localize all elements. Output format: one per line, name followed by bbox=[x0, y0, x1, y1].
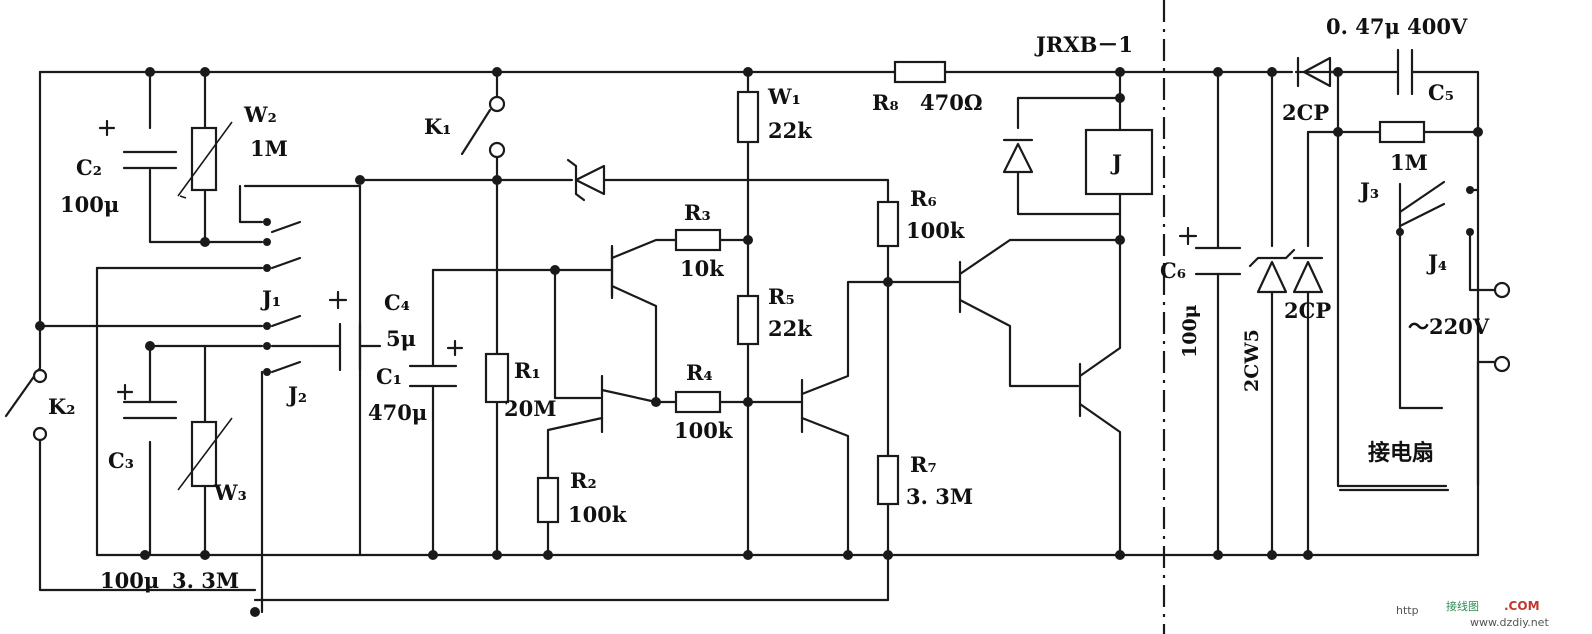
junction-dots bbox=[35, 67, 1483, 617]
label-c1-value: 470μ bbox=[368, 400, 427, 425]
label-r1-value: 20M bbox=[504, 396, 556, 421]
label-r2: R₂ bbox=[570, 468, 597, 493]
label-w1-value: 22k bbox=[768, 118, 812, 143]
watermark-com: .COM bbox=[1504, 599, 1540, 613]
capacitor-c1 bbox=[408, 339, 464, 388]
resistor-1m bbox=[1378, 120, 1426, 144]
label-w3: W₃ bbox=[213, 480, 247, 505]
label-r3: R₃ bbox=[684, 200, 711, 225]
label-w1: W₁ bbox=[767, 84, 801, 109]
label-c3: C₃ bbox=[108, 448, 134, 473]
switch-k1-terminal-top bbox=[488, 95, 506, 113]
capacitor-c2 bbox=[98, 119, 178, 170]
label-k2: K₂ bbox=[48, 394, 75, 419]
label-c2-value: 100μ bbox=[60, 192, 119, 217]
potentiometer-w2 bbox=[177, 121, 233, 199]
switch-k2-terminal-top bbox=[32, 368, 48, 384]
mains-terminal-bottom bbox=[1493, 355, 1511, 373]
label-c3-bottom: 100μ bbox=[100, 568, 159, 593]
watermark-http: http bbox=[1396, 604, 1419, 617]
resistor-r6 bbox=[876, 200, 900, 248]
label-j2: J₂ bbox=[286, 382, 307, 407]
label-fan: 接电扇 bbox=[1368, 440, 1434, 466]
capacitor-c4 bbox=[328, 290, 362, 372]
label-1m: 1M bbox=[1390, 150, 1428, 175]
wires bbox=[38, 70, 1498, 614]
label-r4: R₄ bbox=[686, 360, 713, 385]
label-r8-value: 470Ω bbox=[920, 90, 983, 115]
watermark-cn: 接线图 bbox=[1446, 599, 1479, 613]
label-k1: K₁ bbox=[424, 114, 451, 139]
relay-flyback-diode bbox=[1002, 138, 1034, 174]
label-j1: J₁ bbox=[260, 286, 281, 311]
label-j4: J₄ bbox=[1426, 250, 1447, 275]
switch-k1-terminal-bottom bbox=[488, 141, 506, 159]
label-c4: C₄ bbox=[384, 290, 410, 315]
label-r2-value: 100k bbox=[568, 502, 627, 527]
label-mains: ～220V bbox=[1408, 314, 1490, 339]
relay-coil bbox=[1084, 128, 1154, 196]
zener-diode-top bbox=[566, 158, 606, 202]
label-zener-2cw5: 2CW5 bbox=[1241, 329, 1263, 392]
label-2cp-mid: 2CP bbox=[1284, 298, 1331, 323]
resistor-w1 bbox=[736, 90, 760, 144]
resistor-r1 bbox=[484, 352, 510, 404]
resistor-r5 bbox=[736, 294, 760, 346]
label-w2-value: 1M bbox=[250, 136, 288, 161]
label-r4-value: 100k bbox=[674, 418, 733, 443]
resistor-r4 bbox=[674, 390, 722, 414]
label-c1: C₁ bbox=[376, 364, 402, 389]
watermark-site: www.dzdiy.net bbox=[1470, 616, 1549, 629]
mains-terminal-top bbox=[1493, 281, 1511, 299]
diode-2cp-top bbox=[1296, 56, 1332, 88]
label-c6-value: 100μ bbox=[1179, 304, 1201, 358]
label-relay: J bbox=[1110, 150, 1122, 175]
label-2cp-top: 2CP bbox=[1282, 100, 1329, 125]
label-r5-value: 22k bbox=[768, 316, 812, 341]
capacitor-c5 bbox=[1396, 48, 1414, 96]
label-w3-bottom: 3. 3M bbox=[172, 568, 239, 593]
zener-diode-2cw5 bbox=[1248, 248, 1296, 294]
label-r8: R₈ bbox=[872, 90, 899, 115]
label-r7: R₇ bbox=[910, 452, 937, 477]
label-c6: C₆ bbox=[1160, 258, 1186, 283]
label-c5-spec: 0. 47μ 400V bbox=[1326, 14, 1468, 39]
label-relay-model: JRXB－1 bbox=[1034, 32, 1133, 57]
label-r6: R₆ bbox=[910, 186, 937, 211]
capacitor-c6 bbox=[1178, 226, 1242, 276]
label-c4-value: 5μ bbox=[386, 326, 416, 351]
resistor-r2 bbox=[536, 476, 560, 524]
label-w2: W₂ bbox=[243, 102, 277, 127]
label-r5: R₅ bbox=[768, 284, 795, 309]
resistor-r7 bbox=[876, 454, 900, 506]
switch-k1 bbox=[460, 108, 492, 156]
label-c2: C₂ bbox=[76, 155, 102, 180]
diode-2cp-mid bbox=[1292, 256, 1324, 294]
watermark: http 接线图 .COM www.dzdiy.net bbox=[1396, 599, 1549, 629]
label-j3: J₃ bbox=[1358, 178, 1379, 203]
label-r7-value: 3. 3M bbox=[906, 484, 973, 509]
label-r6-value: 100k bbox=[906, 218, 965, 243]
resistor-r8 bbox=[893, 60, 947, 84]
label-c5: C₅ bbox=[1428, 80, 1454, 105]
resistor-r3 bbox=[674, 228, 722, 252]
potentiometer-w3 bbox=[177, 417, 233, 491]
label-r1: R₁ bbox=[514, 358, 541, 383]
labels: C₂ 100μ W₂ 1M K₁ K₂ J₁ J₂ C₃ W₃ 100μ 3. … bbox=[48, 14, 1490, 593]
label-r3-value: 10k bbox=[680, 256, 724, 281]
switch-k2-terminal-bottom bbox=[32, 426, 48, 442]
capacitor-c3 bbox=[116, 383, 178, 420]
